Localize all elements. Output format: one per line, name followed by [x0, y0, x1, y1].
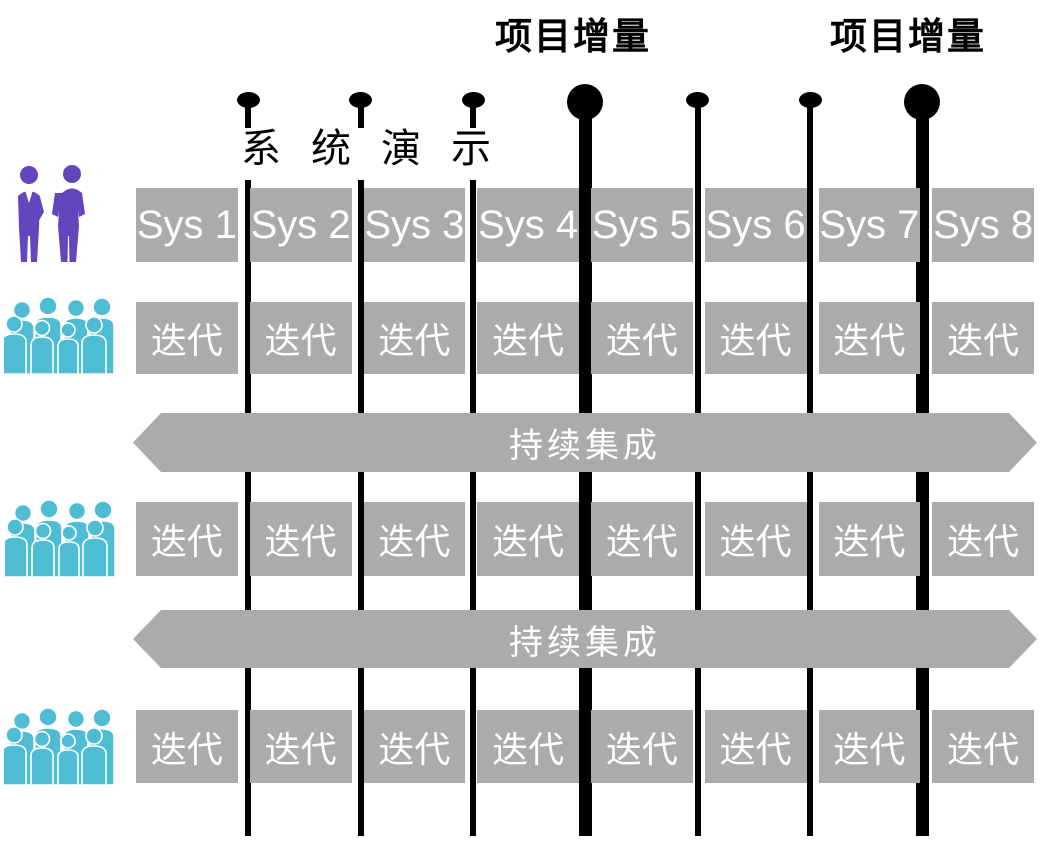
iteration-box: 迭代	[591, 502, 693, 576]
sys-box-7: Sys 7	[818, 188, 921, 262]
iteration-row-2: 迭代 迭代 迭代 迭代 迭代 迭代 迭代 迭代	[136, 502, 1034, 576]
sys-box-1: Sys 1	[136, 188, 238, 262]
timeline-line-1-stem	[245, 106, 251, 128]
timeline-line-1	[245, 180, 251, 836]
iteration-box: 迭代	[477, 502, 579, 576]
iteration-box: 迭代	[818, 302, 921, 374]
iteration-box: 迭代	[477, 302, 579, 374]
crowd-silhouette-icon	[4, 707, 115, 785]
sys-box-3: Sys 3	[363, 188, 466, 262]
continuous-integration-bar-1: 持续集成	[133, 413, 1037, 472]
iteration-box: 迭代	[363, 710, 466, 783]
milestone-dot-6-icon	[798, 92, 822, 108]
iteration-row-3: 迭代 迭代 迭代 迭代 迭代 迭代 迭代 迭代	[136, 710, 1034, 783]
two-person-silhouette-icon	[18, 165, 85, 262]
milestone-dot-3-icon	[461, 92, 485, 108]
crowd-silhouette-icon	[4, 296, 115, 375]
milestone-dot-4-major-icon	[567, 84, 603, 120]
iteration-box: 迭代	[818, 710, 921, 783]
crowd-silhouette-icon	[5, 499, 116, 577]
iteration-box: 迭代	[249, 710, 352, 783]
iteration-box: 迭代	[591, 302, 693, 374]
project-increment-label-2: 项目增量	[830, 16, 986, 57]
iteration-row-1: 迭代 迭代 迭代 迭代 迭代 迭代 迭代 迭代	[136, 302, 1034, 374]
iteration-box: 迭代	[932, 302, 1034, 374]
sys-box-8: Sys 8	[932, 188, 1034, 262]
sys-box-6: Sys 6	[704, 188, 807, 262]
milestone-dot-2-icon	[349, 92, 372, 108]
sys-box-5: Sys 5	[591, 188, 693, 262]
continuous-integration-label: 持续集成	[509, 623, 661, 662]
project-increment-label-1: 项目增量	[495, 16, 651, 57]
timeline-line-3	[470, 180, 476, 836]
milestone-dot-1-icon	[236, 92, 260, 108]
iteration-box: 迭代	[136, 502, 238, 576]
iteration-box: 迭代	[932, 710, 1034, 783]
sys-box-4: Sys 4	[477, 188, 579, 262]
timeline-line-3-stem	[470, 106, 476, 128]
system-demo-label: 系统演示	[241, 127, 521, 171]
sys-box-2: Sys 2	[249, 188, 352, 262]
iteration-box: 迭代	[136, 302, 238, 374]
iteration-box: 迭代	[932, 502, 1034, 576]
iteration-box: 迭代	[363, 302, 466, 374]
iteration-box: 迭代	[477, 710, 579, 783]
continuous-integration-bar-2: 持续集成	[133, 610, 1037, 668]
timeline-line-2-stem	[357, 106, 364, 128]
iteration-box: 迭代	[249, 302, 352, 374]
sys-row: Sys 1 Sys 2 Sys 3 Sys 4 Sys 5 Sys 6 Sys …	[136, 188, 1034, 262]
iteration-box: 迭代	[591, 710, 693, 783]
iteration-box: 迭代	[818, 502, 921, 576]
iteration-box: 迭代	[704, 302, 807, 374]
milestone-dot-5-icon	[686, 92, 709, 108]
iteration-box: 迭代	[363, 502, 466, 576]
timeline-line-2	[357, 180, 364, 836]
milestone-dot-7-major-icon	[904, 84, 940, 120]
iteration-box: 迭代	[704, 710, 807, 783]
continuous-integration-label: 持续集成	[509, 427, 661, 465]
iteration-box: 迭代	[704, 502, 807, 576]
iteration-box: 迭代	[249, 502, 352, 576]
iteration-box: 迭代	[136, 710, 238, 783]
